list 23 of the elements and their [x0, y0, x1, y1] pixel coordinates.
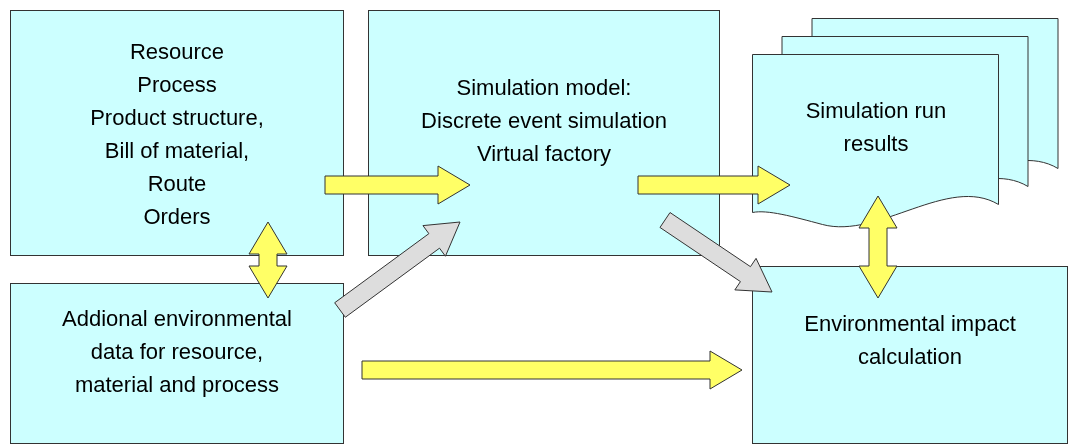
block-arrow [637, 165, 791, 205]
block-arrow [324, 165, 471, 205]
block-arrow [659, 212, 773, 293]
node-text: Orders [143, 203, 211, 231]
node-text: Resource [129, 38, 225, 66]
node-text: Simulation run results [804, 97, 948, 158]
block-arrow [334, 221, 461, 318]
node-text: Discrete event simulation [421, 107, 667, 135]
process-box [10, 283, 344, 444]
node-text: Simulation model: [456, 74, 632, 102]
node-text: Addional environmental data for resource, material and process [61, 305, 293, 399]
process-box [368, 10, 720, 256]
node-text: Route [147, 170, 207, 198]
node-text: Bill of material, [104, 137, 250, 165]
node-text: Process [137, 71, 217, 99]
block-arrow [248, 221, 288, 299]
node-text: Environmental impact calculation [803, 310, 1017, 371]
process-box [752, 266, 1068, 444]
block-arrow [858, 195, 898, 299]
block-arrow [361, 350, 743, 390]
node-text: Virtual factory [476, 140, 612, 168]
process-box [10, 10, 344, 256]
node-text: Product structure, [90, 104, 264, 132]
